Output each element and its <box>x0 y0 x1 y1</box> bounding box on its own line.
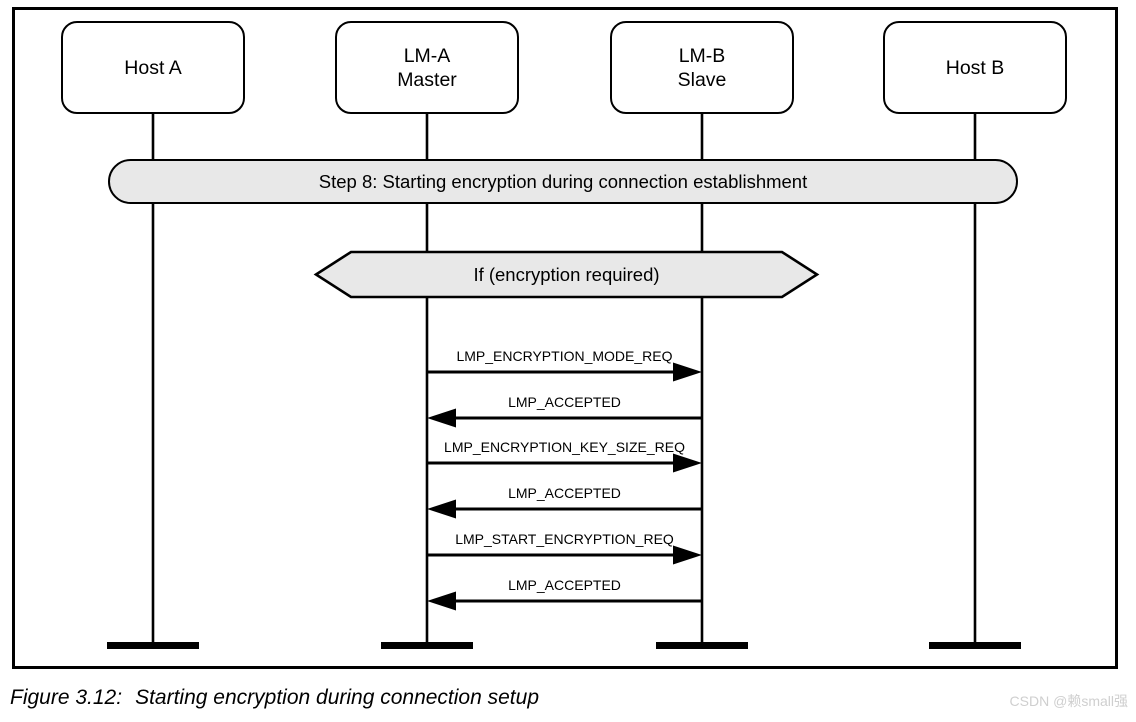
figure-caption-number: Figure 3.12: <box>10 686 123 709</box>
terminator-bar-host-b <box>929 642 1021 649</box>
arrowhead-left-icon <box>427 591 456 611</box>
message-label: LMP_ACCEPTED <box>508 485 621 501</box>
arrowhead-right-icon <box>673 545 702 565</box>
figure-caption: Figure 3.12: Starting encryption during c… <box>10 686 539 710</box>
diagram-frame <box>12 7 1118 669</box>
watermark: CSDN @赖small强 <box>1009 693 1128 709</box>
actor-label: Master <box>397 68 457 91</box>
terminator-bar-lm-b <box>656 642 748 649</box>
actor-label: LM-A <box>403 44 451 67</box>
message-label: LMP_START_ENCRYPTION_REQ <box>455 531 674 547</box>
actor-label: LM-B <box>678 44 726 67</box>
actor-label: Host A <box>124 56 182 79</box>
message-label: LMP_ACCEPTED <box>508 577 621 593</box>
message-label: LMP_ENCRYPTION_MODE_REQ <box>456 348 673 364</box>
actor-box-host-a: Host A <box>61 21 245 114</box>
actor-box-host-b: Host B <box>883 21 1067 114</box>
arrowhead-left-icon <box>427 408 456 428</box>
step-banner-label: Step 8: Starting encryption during conne… <box>318 170 808 192</box>
condition-label: If (encryption required) <box>473 264 660 285</box>
arrowhead-right-icon <box>673 453 702 473</box>
condition-hexagon <box>313 250 820 299</box>
step-banner: Step 8: Starting encryption during conne… <box>108 159 1018 204</box>
figure-caption-text: Starting encryption during connection se… <box>135 686 539 709</box>
terminator-bar-host-a <box>107 642 199 649</box>
terminator-bar-lm-a <box>381 642 473 649</box>
actor-label: Slave <box>677 68 727 91</box>
arrowhead-right-icon <box>673 362 702 382</box>
actor-label: Host B <box>945 56 1005 79</box>
arrowhead-left-icon <box>427 499 456 519</box>
message-label: LMP_ENCRYPTION_KEY_SIZE_REQ <box>444 439 685 455</box>
message-label: LMP_ACCEPTED <box>508 394 621 410</box>
